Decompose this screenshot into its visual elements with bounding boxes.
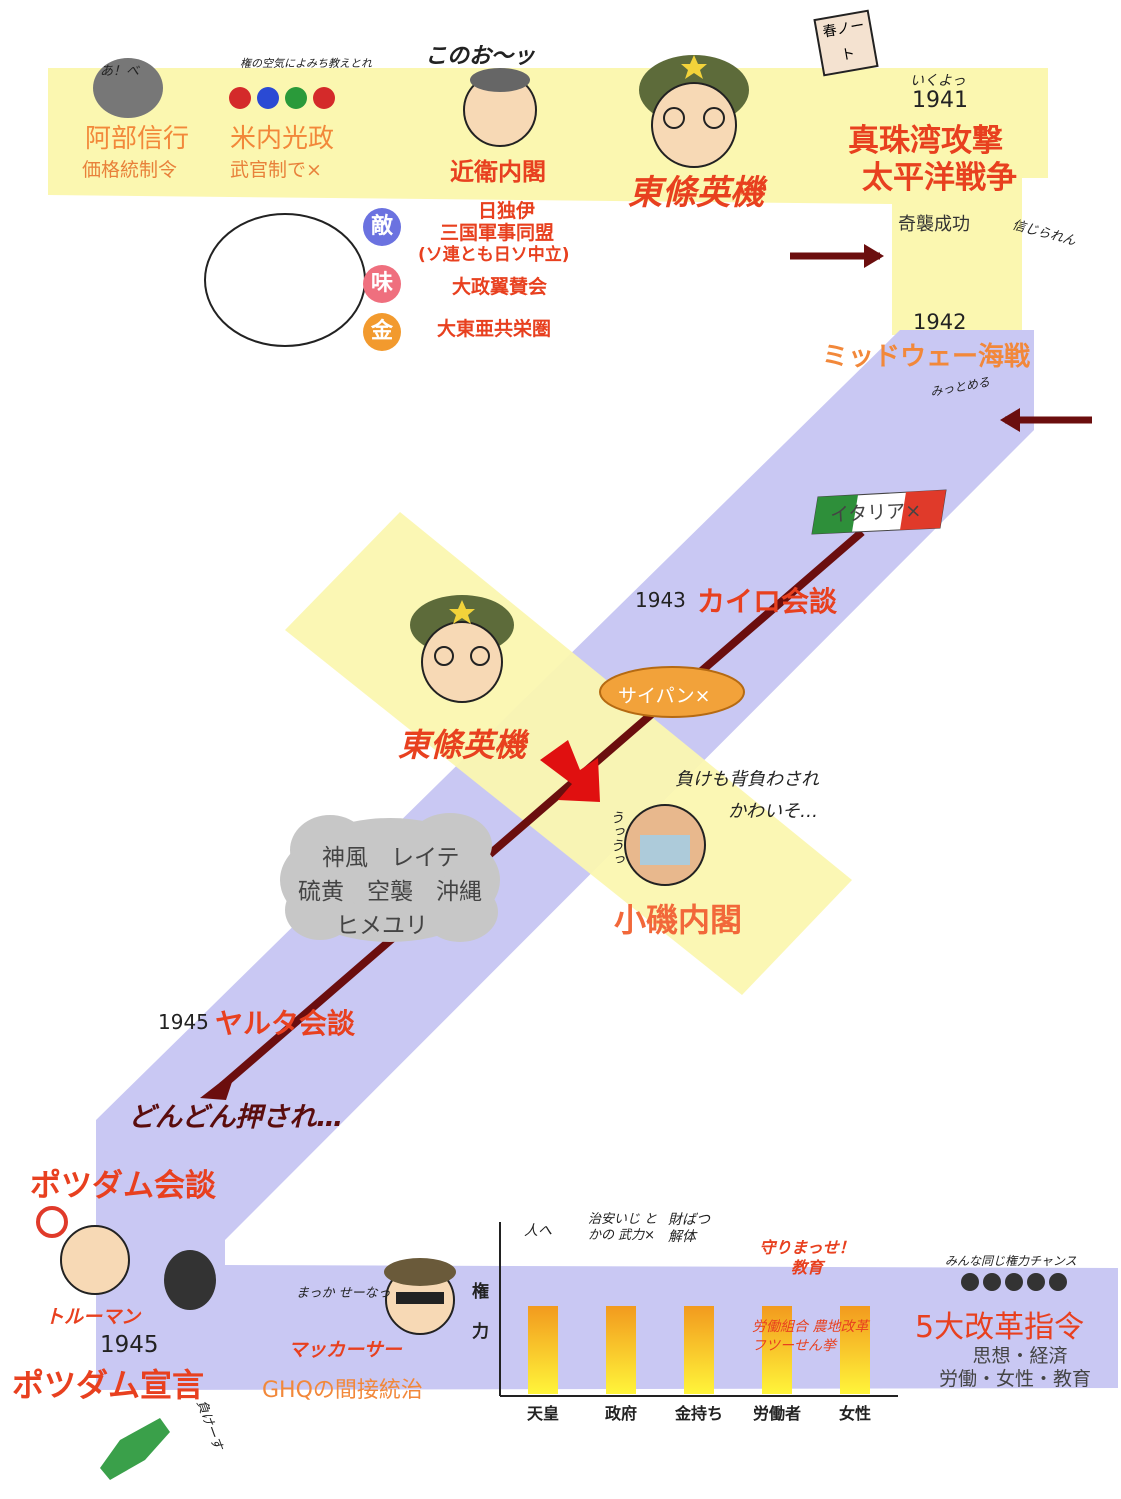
year-1943: 1943: [635, 588, 686, 612]
italy-label: イタリア×: [829, 499, 922, 527]
ikuyo-scribble: いくよっ: [910, 73, 966, 89]
annotation-reforms: 労働組合 農地改革 フツーせん挙: [752, 1319, 869, 1354]
koiso-cry: うっうっ: [608, 810, 624, 866]
tojo-name-top: 東條英機: [628, 173, 764, 213]
pearl-harbor: 真珠湾攻撃: [848, 123, 1003, 159]
five-reform-directive: 5大改革指令: [915, 1310, 1085, 1345]
midway-battle: ミッドウェー海戦: [822, 342, 1031, 372]
thought-cloud: [204, 213, 366, 347]
axis-line1: 日独伊: [478, 200, 536, 222]
potsdam-declaration: ポツダム宣言: [12, 1366, 205, 1404]
chart-ylabel: 権力: [472, 1282, 489, 1342]
italy-flag-green: [812, 495, 858, 534]
power-bar-chart: [528, 1306, 870, 1394]
bar-1: [606, 1306, 636, 1394]
reform-line1: 思想・経済: [972, 1345, 1068, 1367]
macarthur-name: マッカーサー: [288, 1339, 402, 1361]
people-icons: [961, 1273, 1067, 1291]
arrowhead-left-midway: [1000, 408, 1020, 432]
tojo-face-top: [639, 55, 749, 168]
abe-name: 阿部信行: [85, 124, 190, 154]
enemy-badge: 敵: [363, 208, 401, 246]
balloons-icon: [229, 87, 335, 109]
year-1941: 1941: [912, 88, 968, 113]
macarthur-scribble: まっか せーなっ: [296, 1286, 391, 1301]
cloud-line2: 硫黄 空襲 沖縄: [298, 879, 482, 905]
reform-line2: 労働・女性・教育: [938, 1368, 1091, 1390]
koiso-scribble1: 負けも背負わされ: [675, 769, 819, 790]
koiso-scribble2: かわいそ…: [728, 801, 818, 822]
x-tick-label: 労働者: [752, 1404, 801, 1423]
yellow-band-right: [892, 150, 1022, 335]
red-arrow-koiso: [540, 740, 600, 802]
koiso-cabinet: 小磯内閣: [614, 901, 743, 939]
x-tick-label: 女性: [838, 1404, 871, 1423]
event-cloud: [280, 813, 500, 942]
bag-icon: [164, 1250, 216, 1310]
timeline-arrow: [219, 528, 865, 1090]
abe-scribble: あ！べ: [100, 64, 140, 79]
cairo-conference: カイロ会談: [697, 585, 838, 618]
bar-0: [528, 1306, 558, 1394]
axis-line3: (ソ連とも日ソ中立): [418, 245, 570, 265]
lavender-band: [96, 330, 1118, 1390]
konoe-face: [463, 68, 537, 147]
tojo-name-middle: 東條英機: [398, 726, 527, 764]
x-tick-label: 政府: [604, 1404, 637, 1423]
chart-x-labels: 天皇 政府 金持ち 労働者 女性: [500, 1400, 900, 1424]
bar-3: [762, 1306, 792, 1394]
truman-face: [36, 1206, 130, 1295]
annotation-government: 治安いじ とかの 武力×: [588, 1212, 658, 1243]
saipan-bread: [599, 666, 745, 718]
ally-badge: 味: [363, 265, 401, 303]
konoe-name: 近衛内閣: [450, 158, 546, 186]
daitoa-kyoeiken: 大東亜共栄圏: [437, 318, 552, 340]
gold-badge: 金: [363, 313, 401, 351]
potsdam-conference: ポツダム会談: [30, 1168, 216, 1204]
arrowhead-right-1941: [864, 244, 884, 268]
cloud-line1: 神風 レイテ: [322, 845, 460, 871]
tojo-face-middle: [410, 595, 514, 703]
pushed-text: どんどん押され…: [128, 1102, 344, 1133]
year-1945-yalta: 1945: [158, 1010, 209, 1034]
bar-2: [684, 1306, 714, 1394]
truman-label: トルーマン: [45, 1306, 141, 1328]
annotation-emperor: 人へ: [524, 1223, 552, 1239]
ghq-indirect-rule: GHQの間接統治: [262, 1378, 423, 1403]
surprise-success: 奇襲成功: [898, 214, 970, 235]
year-1945-potsdam: 1945: [100, 1332, 159, 1358]
saipan-label: サイパン×: [618, 685, 711, 707]
axis-line2: 三国軍事同盟: [440, 222, 555, 244]
annotation-rich: 財ばつ 解体: [668, 1212, 710, 1245]
cloud-line3: ヒメユリ: [336, 913, 428, 939]
abe-note: 価格統制令: [82, 159, 178, 181]
x-tick-label: 天皇: [526, 1404, 559, 1423]
koiso-face: [624, 804, 706, 886]
italy-flag-red: [900, 490, 946, 530]
konoe-scribble: このお～ッ: [425, 44, 536, 69]
abe-blob: [93, 58, 163, 118]
year-1942: 1942: [913, 310, 967, 334]
yonai-note: 武官制で×: [230, 159, 322, 181]
yonai-name: 米内光政: [230, 124, 335, 154]
yonai-scribble: 権の空気によみち教えとれ: [240, 57, 372, 70]
macarthur-face: [384, 1258, 456, 1335]
timeline-arrowhead: [200, 1070, 236, 1100]
taisei-yokusankai: 大政翼賛会: [452, 276, 548, 298]
annotation-education: 守りまっせ！ 教育: [759, 1238, 855, 1277]
japan-map-icon: [100, 1418, 170, 1480]
pacific-war: 太平洋戦争: [862, 160, 1017, 196]
reform-scribble: みんな同じ権力チャンス: [945, 1254, 1077, 1268]
notebook-icon: 春ノート: [813, 9, 879, 77]
bar-4: [840, 1306, 870, 1394]
yalta-conference: ヤルタ会談: [215, 1007, 356, 1040]
x-tick-label: 金持ち: [674, 1404, 723, 1423]
